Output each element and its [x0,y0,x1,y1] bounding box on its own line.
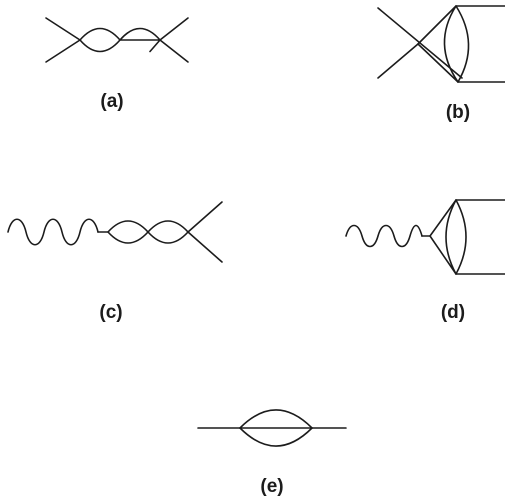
diagram-e-upper-arc [239,409,313,429]
diagram-c-bubble-2 [147,220,189,244]
diagram-d-wavy-line [345,224,423,248]
diagram-e-graph [197,409,347,447]
diagram-d-label: (d) [441,302,465,323]
diagram-b-bubble [443,5,470,83]
diagram-a-label: (a) [100,91,123,112]
diagram-a-bubble-1 [79,27,121,53]
diagram-a-left-upper-leg [45,17,81,41]
diagram-c-lower-leg [187,231,223,263]
diagram-e-lower-arc [239,427,313,447]
diagram-c-bubble-1 [107,220,149,244]
diagram-c-upper-leg [187,201,223,233]
diagram-b-triangle-upper [417,5,457,45]
diagram-a-graph [45,17,189,63]
diagram-a-left-lower-leg [45,39,81,63]
diagram-b-lower-leg [377,43,419,79]
diagram-c-wavy-line [7,218,99,246]
diagram-b-label: (b) [446,102,470,123]
diagram-b: (b) [377,5,505,123]
diagram-a-right-lower-leg [159,39,189,63]
diagram-b-graph [377,5,505,83]
diagram-a: (a) [45,17,189,112]
diagram-b-triangle-lower [417,43,459,83]
diagram-c-label: (c) [99,302,122,323]
diagram-c: (c) [7,201,223,323]
diagram-e-label: (e) [260,476,283,497]
diagram-d-triangle-lower [429,235,457,275]
diagram-d: (d) [345,199,505,323]
diagram-c-graph [7,201,223,263]
diagram-e: (e) [197,409,347,497]
diagram-d-graph [345,199,505,275]
diagram-a-bubble-2 [119,27,161,53]
diagram-a-right-upper-leg [159,17,189,41]
diagram-d-triangle-upper [429,199,457,237]
